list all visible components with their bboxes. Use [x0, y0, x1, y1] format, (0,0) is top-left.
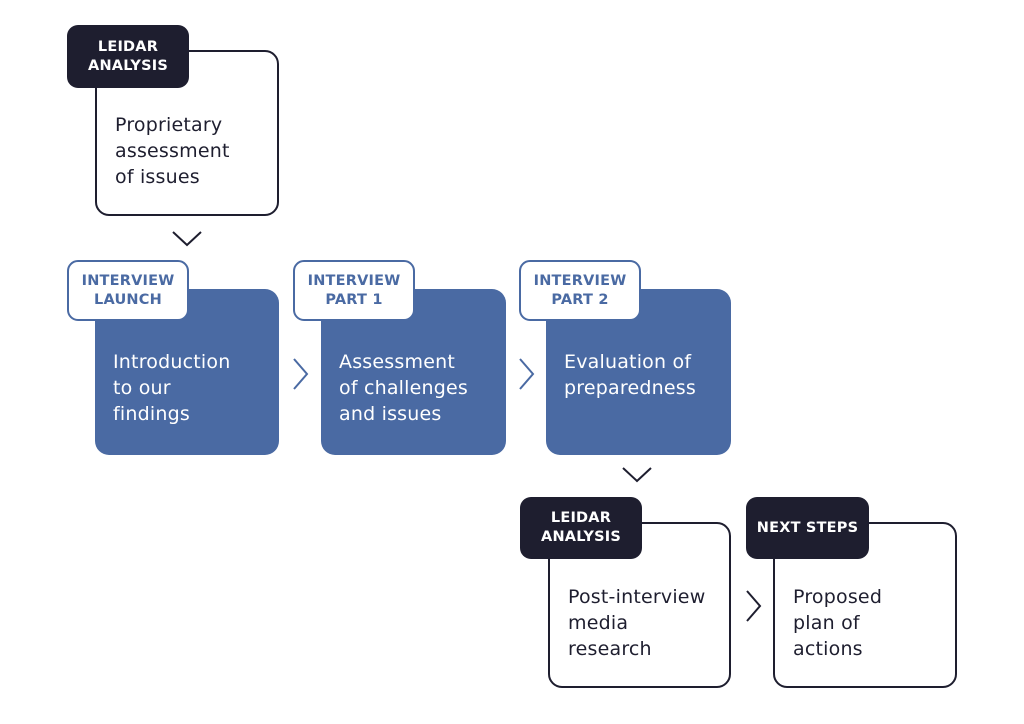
- step-tag-leidar-analysis-2: LEIDAR ANALYSIS: [520, 497, 642, 559]
- step-tag-next-steps: NEXT STEPS: [746, 497, 869, 559]
- step-text: Introduction to our findings: [113, 351, 231, 425]
- step-tag-interview-part-2: INTERVIEW PART 2: [519, 260, 641, 321]
- step-tag-interview-launch: INTERVIEW LAUNCH: [67, 260, 189, 321]
- chevron-down-icon: [622, 467, 652, 483]
- chevron-right-icon: [746, 590, 762, 622]
- step-tag-leidar-analysis: LEIDAR ANALYSIS: [67, 25, 189, 88]
- step-box-assessment: Assessment of challenges and issues: [321, 289, 506, 455]
- chevron-right-icon: [293, 358, 309, 390]
- step-tag-interview-part-1: INTERVIEW PART 1: [293, 260, 415, 321]
- step-text: Post-interview media research: [568, 586, 706, 660]
- step-text: Proprietary assessment of issues: [115, 114, 230, 188]
- chevron-down-icon: [172, 231, 202, 247]
- step-text: Assessment of challenges and issues: [339, 351, 469, 425]
- step-text: Proposed plan of actions: [793, 586, 883, 660]
- step-text: Evaluation of preparedness: [564, 351, 696, 399]
- chevron-right-icon: [519, 358, 535, 390]
